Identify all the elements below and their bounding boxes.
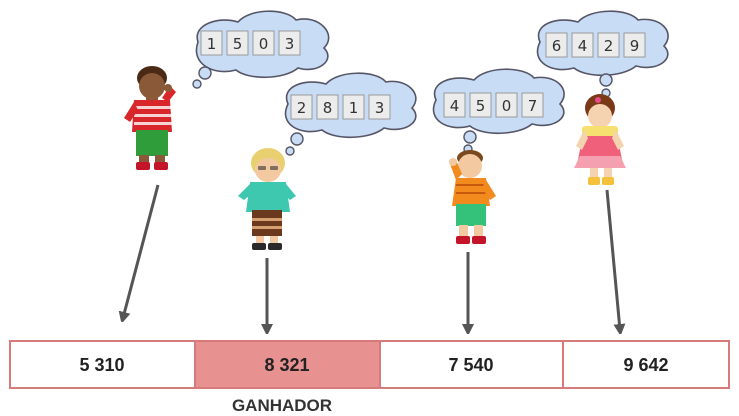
boy-orange-shirt-character [449,150,496,244]
winner-label: GANHADOR [232,396,332,415]
girl-blonde-character [238,148,296,250]
digit-card [278,30,301,56]
result-value-4: 9 642 [623,355,668,375]
digit-card [521,92,544,118]
result-cell-4 [562,340,730,389]
digit-card-value: 9 [630,37,640,55]
digit-card [597,32,620,58]
result-cell-2 [194,340,381,389]
result-cell-1 [9,340,196,389]
digit-card [495,92,518,118]
digit-card-value: 7 [528,97,538,115]
digit-card [469,92,492,118]
digit-card-value: 3 [375,99,385,117]
arrows [123,184,620,330]
digit-card [226,30,249,56]
digit-card-value: 2 [604,37,614,55]
girl-pink-dress-character [574,94,626,185]
result-value-1: 5 310 [79,355,124,375]
digit-card-value: 2 [297,99,307,117]
boy-striped-shirt-character [124,66,176,170]
result-cell-3 [379,340,564,389]
digit-card [545,32,568,58]
digit-card-value: 3 [285,35,295,53]
arrow-player-1 [123,184,160,318]
result-table: 5 310 8 321 7 540 9 642 [9,340,730,389]
digit-card [571,32,594,58]
digit-card [443,92,466,118]
digit-card-value: 1 [207,35,217,53]
digit-card [290,94,313,120]
digit-card-value: 0 [502,97,512,115]
digit-card [342,94,365,120]
digit-card [368,94,391,120]
digit-card [252,30,275,56]
digit-card [316,94,339,120]
digit-card-value: 0 [259,35,269,53]
digit-card-value: 4 [578,37,588,55]
digit-card [200,30,223,56]
digit-card-value: 4 [450,97,460,115]
digit-card-value: 8 [323,99,333,117]
digit-card-value: 1 [349,99,359,117]
result-value-2: 8 321 [264,355,309,375]
digit-card [623,32,646,58]
digit-card-value: 5 [233,35,243,53]
digit-card-value: 5 [476,97,486,115]
result-value-3: 7 540 [448,355,493,375]
arrow-player-4 [605,189,620,330]
digit-card-value: 6 [552,37,562,55]
